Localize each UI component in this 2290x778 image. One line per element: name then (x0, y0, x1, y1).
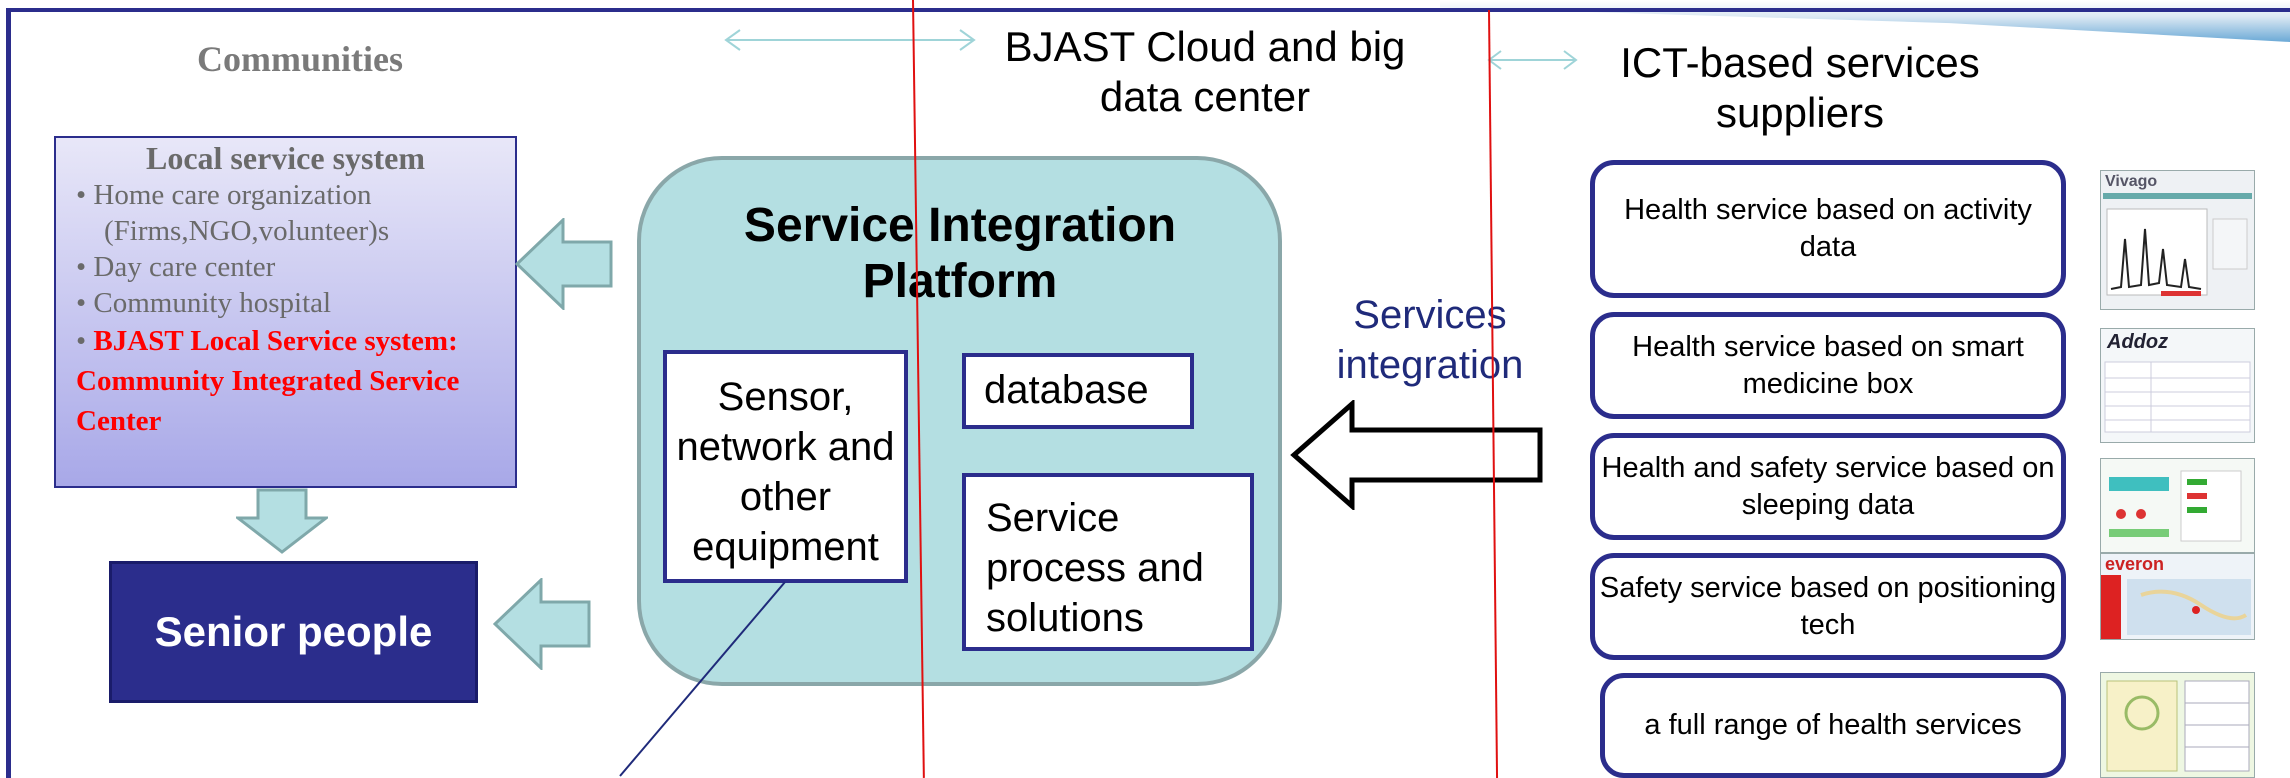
service-item: a full range of health services (1600, 673, 2066, 778)
sensor-network-box: Sensor, network and other equipment (663, 350, 908, 583)
medicine-table-icon (2104, 361, 2251, 433)
thumbnail-logo-text: Addoz (2107, 331, 2169, 353)
platform-title: Service Integration Platform (743, 199, 1177, 308)
slide-frame (6, 8, 2290, 778)
local-service-highlight-text: BJAST Local Service system: Community In… (76, 325, 460, 437)
local-service-item: • Home care organization (76, 179, 372, 211)
local-service-title: Local service system (145, 140, 425, 176)
health-board-icon (2106, 680, 2250, 772)
thumbnail-logo-text: everon (2105, 554, 2165, 574)
senior-people-box: Senior people (109, 561, 478, 703)
double-arrow-right-header (1487, 50, 1578, 70)
local-service-item-label: (Firms,NGO,volunteer)s (104, 215, 390, 247)
service-item: Health and safety service based on sleep… (1590, 433, 2066, 540)
positioning-map-thumbnail: everon (2100, 553, 2255, 640)
communities-title: Communities (197, 39, 403, 79)
arrow-left-to-local-service (515, 218, 613, 310)
map-icon (2101, 575, 2251, 639)
local-service-item: (Firms,NGO,volunteer)s (56, 213, 515, 249)
thumbnail-logo-text: Vivago (2105, 173, 2158, 190)
health-services-thumbnail (2100, 672, 2255, 778)
double-arrow-left-header (724, 29, 976, 51)
ict-suppliers-title: ICT-based services suppliers (1620, 39, 1980, 136)
sensor-connector-line (619, 581, 786, 777)
local-service-item-label: Community hospital (93, 287, 332, 319)
cloud-center-title: BJAST Cloud and big data center (1004, 23, 1406, 120)
local-service-system-box: Local service system • Home care organiz… (54, 136, 517, 488)
service-item: Health service based on smart medicine b… (1590, 312, 2066, 419)
local-service-highlight: • BJAST Local Service system: Community … (76, 325, 460, 437)
services-integration-arrow (1290, 400, 1543, 510)
medicine-box-thumbnail: Addoz (2100, 328, 2255, 443)
local-service-item-label: Day care center (93, 251, 276, 283)
service-item: Safety service based on positioning tech (1590, 553, 2066, 660)
arrow-left-to-senior (493, 578, 591, 670)
activity-chart-thumbnail: Vivago (2100, 170, 2255, 310)
database-box: database (962, 353, 1194, 429)
sleep-dashboard-icon (2109, 470, 2242, 542)
local-service-item-label: Home care organization (93, 179, 372, 211)
activity-spikes-icon (2106, 208, 2248, 296)
local-service-item: • Day care center (76, 251, 276, 283)
arrow-down-to-senior (236, 488, 328, 554)
local-service-item: • Community hospital (76, 287, 332, 319)
service-item: Health service based on activity data (1590, 160, 2066, 298)
sleep-data-thumbnail (2100, 458, 2255, 553)
service-process-box: Service process and solutions (962, 473, 1254, 651)
services-integration-label: Services integration (1336, 293, 1524, 387)
